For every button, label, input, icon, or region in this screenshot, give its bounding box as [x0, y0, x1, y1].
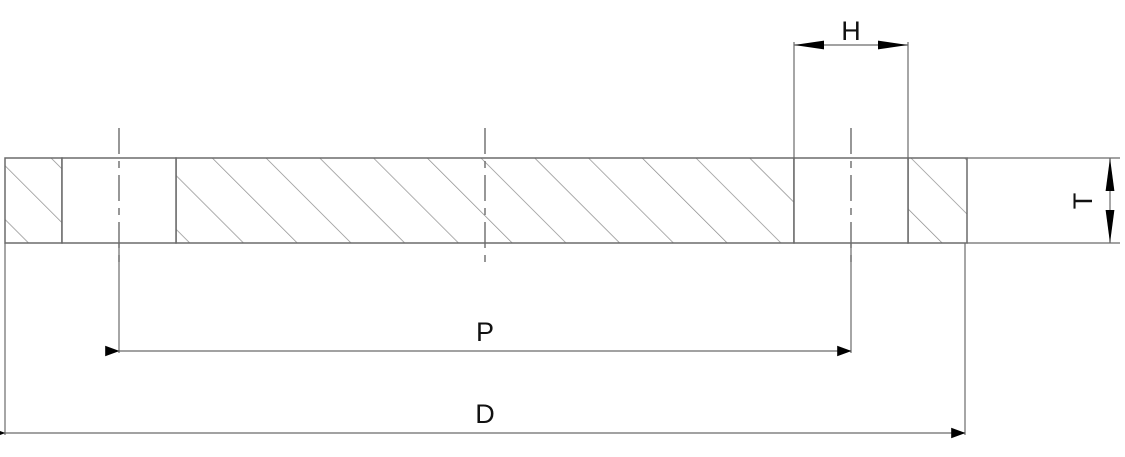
- dimension-t: T: [967, 157, 1120, 244]
- t-dimension-label: T: [1068, 193, 1098, 210]
- d-dimension-label: D: [475, 399, 495, 429]
- dimension-d: D: [0, 243, 966, 439]
- dimension-p: P: [105, 243, 852, 357]
- body-segment-right-rim: [907, 157, 968, 244]
- body-segment-left-rim: [4, 157, 63, 244]
- t-arrow-bottom-icon: [1105, 210, 1115, 243]
- h-arrow-right-icon: [878, 40, 908, 50]
- h-dimension-label: H: [841, 16, 861, 46]
- h-arrow-left-icon: [794, 40, 824, 50]
- flange-body-section: [4, 157, 968, 244]
- t-arrow-top-icon: [1105, 158, 1115, 191]
- p-dimension-label: P: [476, 317, 494, 347]
- dimension-h: H: [793, 16, 909, 160]
